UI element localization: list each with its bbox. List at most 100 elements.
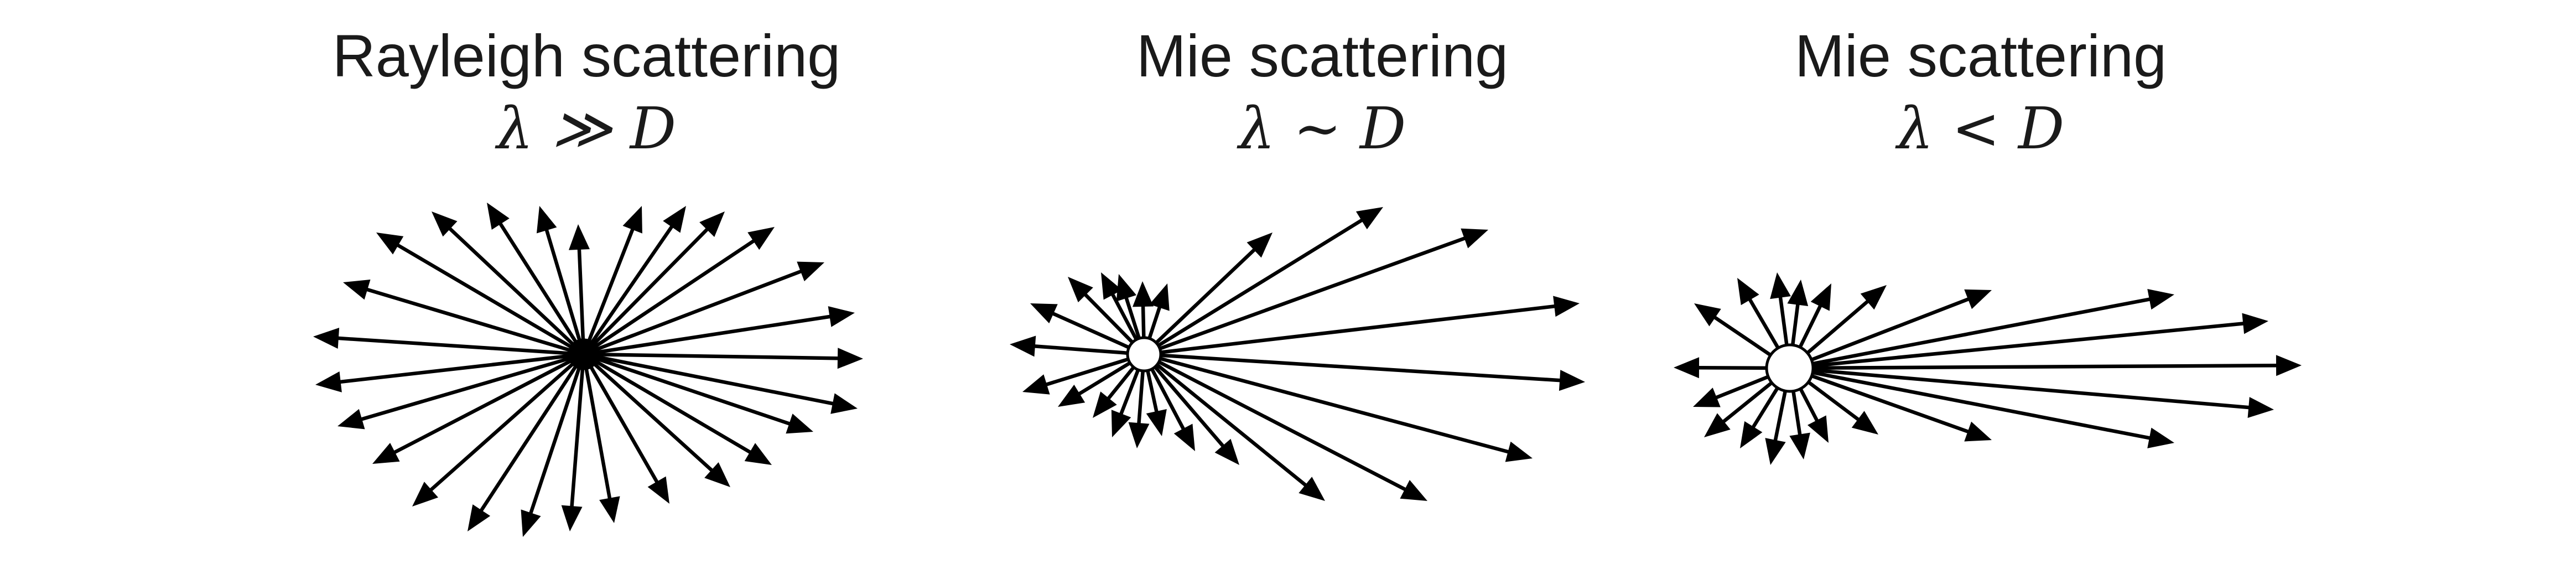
arrowhead-1-2 [1030, 303, 1058, 324]
arrowhead-0-24 [432, 211, 458, 237]
scattered-ray-0-14 [581, 352, 842, 360]
arrowhead-0-19 [663, 206, 686, 233]
arrowhead-1-19 [1128, 422, 1150, 448]
arrowhead-1-6 [1133, 281, 1154, 307]
arrowhead-2-3 [1770, 272, 1791, 299]
scattered-ray-0-2 [358, 352, 586, 422]
panel-mie-large-formula: λ < D [1895, 95, 2065, 162]
scattered-ray-0-13 [581, 352, 837, 406]
scattered-ray-2-9 [1788, 321, 2247, 370]
scattered-ray-1-13 [1142, 352, 1512, 454]
scattered-ray-1-11 [1142, 304, 1559, 356]
scattered-ray-2-13 [1788, 366, 1972, 435]
arrowhead-2-16 [1789, 432, 1810, 459]
scattered-ray-1-10 [1142, 236, 1468, 356]
scattered-ray-0-15 [581, 314, 834, 356]
scattered-ray-1-8 [1142, 246, 1258, 356]
arrowhead-1-22 [1058, 384, 1086, 407]
scattered-ray-0-25 [394, 242, 586, 356]
arrowhead-0-23 [487, 203, 510, 230]
arrowhead-2-2 [1737, 278, 1759, 306]
arrowhead-0-25 [376, 232, 404, 255]
arrowhead-1-16 [1214, 438, 1239, 465]
arrowhead-1-5 [1116, 274, 1137, 302]
scattered-ray-0-1 [336, 352, 586, 384]
particle-large [1765, 343, 1815, 393]
scattered-ray-0-7 [570, 352, 586, 510]
scattered-ray-0-24 [446, 225, 586, 356]
arrowhead-0-10 [704, 462, 730, 487]
arrowhead-2-0 [1674, 357, 1700, 379]
scattered-ray-0-26 [363, 287, 586, 356]
panel-rayleigh-title: Rayleigh scattering [333, 22, 840, 89]
arrowhead-0-22 [536, 206, 557, 234]
scattered-ray-0-3 [391, 352, 586, 455]
scattered-ray-0-8 [581, 352, 612, 502]
arrowhead-2-20 [1693, 387, 1721, 407]
scattered-ray-1-14 [1142, 352, 1409, 492]
arrowhead-0-2 [337, 409, 365, 430]
arrowhead-2-14 [1851, 411, 1878, 435]
scattered-ray-1-16 [1142, 352, 1226, 449]
arrowhead-1-13 [1505, 441, 1533, 462]
arrowhead-1-4 [1101, 272, 1123, 300]
arrowhead-2-5 [1810, 283, 1831, 311]
scattered-ray-0-19 [581, 223, 675, 356]
arrowhead-0-8 [599, 496, 620, 523]
arrowhead-0-1 [315, 371, 342, 392]
scattered-ray-0-17 [581, 238, 757, 356]
scattered-ray-0-16 [581, 268, 805, 356]
arrowhead-2-6 [1860, 285, 1887, 310]
scattered-ray-0-22 [544, 226, 586, 356]
arrowhead-2-11 [2247, 397, 2274, 418]
particle-medium [1126, 336, 1162, 373]
arrowhead-1-0 [1010, 335, 1036, 357]
panel-rayleigh-scattering-pattern [313, 203, 863, 537]
arrowhead-1-11 [1553, 296, 1580, 317]
arrowhead-0-7 [561, 505, 583, 531]
scattered-ray-1-12 [1142, 352, 1564, 383]
panel-mie-medium-formula: λ ~ D [1237, 95, 1406, 162]
arrowhead-0-26 [343, 279, 371, 300]
panel-mie-medium-scattering-pattern [1010, 207, 1585, 501]
arrowhead-2-7 [1964, 289, 1992, 309]
panel-mie-medium-title: Mie scattering [1136, 22, 1508, 89]
scattered-ray-0-4 [428, 352, 586, 493]
scattered-ray-2-10 [1788, 363, 2281, 370]
arrowhead-2-12 [2147, 427, 2174, 448]
panel-mie-large: Mie scattering λ < D [1674, 22, 2302, 465]
arrowhead-0-16 [797, 261, 824, 282]
scattered-ray-0-10 [581, 352, 715, 474]
arrowhead-0-15 [828, 306, 855, 327]
scattered-ray-0-23 [497, 220, 586, 356]
arrowhead-0-9 [647, 476, 669, 504]
scattered-ray-0-21 [577, 245, 586, 356]
panel-mie-large-title: Mie scattering [1795, 22, 2167, 89]
arrowhead-2-1 [1694, 303, 1721, 327]
panel-rayleigh-formula: λ ≫ D [495, 95, 676, 162]
arrowhead-0-5 [468, 504, 491, 531]
arrowhead-2-10 [2276, 355, 2302, 376]
arrowhead-1-21 [1093, 391, 1117, 418]
particle-small [568, 338, 600, 370]
scattered-ray-0-9 [581, 352, 660, 485]
arrowhead-0-18 [699, 211, 725, 237]
arrowhead-1-7 [1149, 283, 1170, 311]
scattered-ray-0-0 [334, 336, 586, 356]
arrowhead-0-20 [622, 206, 642, 234]
arrowhead-2-8 [2147, 288, 2174, 310]
arrowhead-1-8 [1247, 232, 1273, 258]
arrowhead-1-12 [1559, 370, 1585, 391]
scattered-ray-0-11 [581, 352, 754, 455]
arrowhead-1-17 [1173, 423, 1195, 451]
scattered-ray-0-5 [478, 352, 586, 514]
scattered-ray-1-0 [1031, 344, 1146, 356]
panel-mie-medium: Mie scattering λ ~ D [1010, 22, 1585, 501]
arrowhead-0-17 [747, 227, 775, 250]
panel-mie-large-scattering-pattern [1674, 272, 2302, 465]
scattered-ray-2-8 [1788, 297, 2153, 370]
arrowhead-0-0 [313, 328, 340, 349]
arrowhead-0-4 [412, 482, 439, 507]
arrowhead-2-17 [1765, 438, 1786, 465]
